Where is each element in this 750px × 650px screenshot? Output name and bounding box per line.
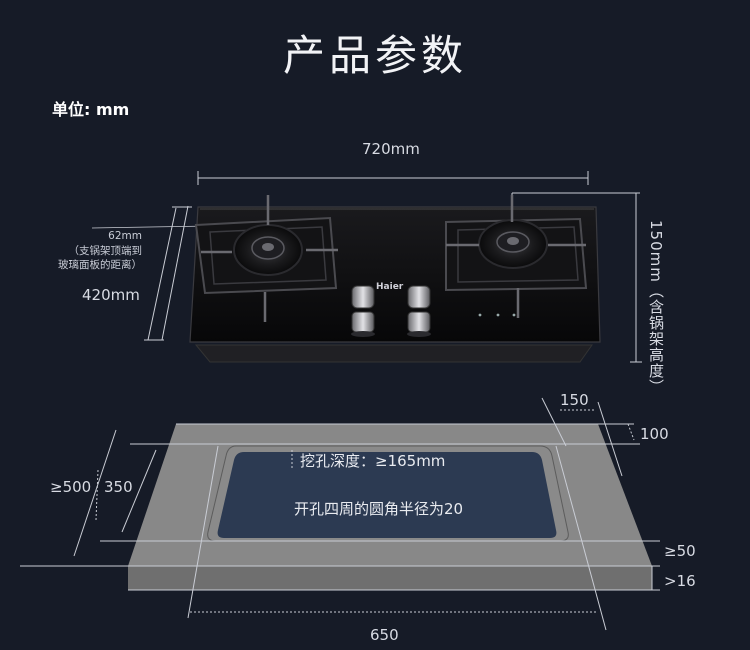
width-label: 720mm	[362, 140, 420, 158]
width-dimension-line	[197, 171, 589, 185]
cutout-dimension-lines	[20, 397, 660, 631]
dim-500-label: ≥500	[50, 478, 92, 496]
note-leader-line	[91, 225, 211, 229]
cutout-depth-text: 挖孔深度：≥165mm	[300, 452, 446, 470]
page-title: 产品参数	[282, 31, 467, 80]
dim-350-label: 350	[104, 478, 133, 496]
dim-650-label: 650	[370, 626, 399, 644]
dim-150-label: 150	[560, 391, 589, 409]
height-label: 150mm（含锅架高度）	[647, 220, 665, 395]
right-knob	[407, 285, 431, 337]
note-line-1: （支锅架顶端到	[68, 245, 143, 257]
dim-100-label: 100	[640, 425, 669, 443]
left-knob	[351, 285, 375, 337]
unit-label: 单位: mm	[52, 100, 130, 119]
depth-label: 420mm	[82, 286, 140, 304]
cooktop	[189, 195, 601, 363]
note-value: 62mm	[108, 230, 142, 242]
brand-logo: Haier	[376, 282, 404, 292]
dim-50-label: ≥50	[664, 542, 696, 560]
note-line-2: 玻璃面板的距离）	[58, 259, 142, 271]
depth-dimension-line	[144, 205, 192, 341]
dim-16-label: >16	[664, 572, 696, 590]
corner-radius-text: 开孔四周的圆角半径为20	[294, 500, 464, 518]
countertop	[128, 424, 652, 590]
left-burner	[194, 195, 338, 322]
right-burner	[445, 195, 588, 318]
